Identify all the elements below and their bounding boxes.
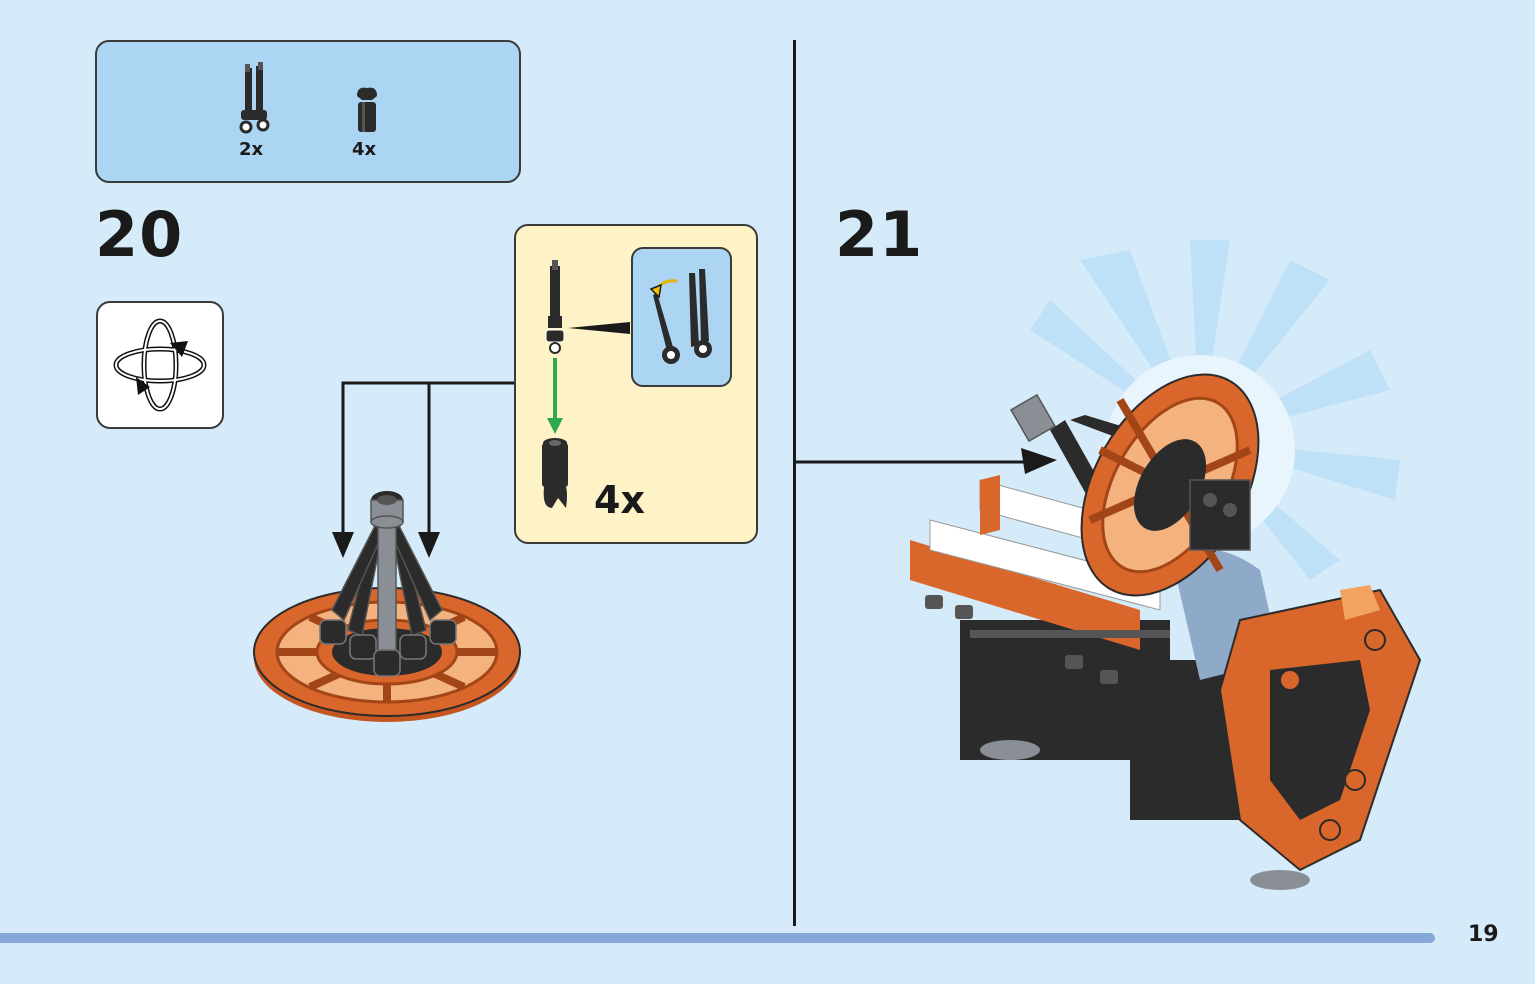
part-qty-1: 2x — [239, 139, 264, 160]
step-number-21: 21 — [835, 198, 924, 271]
step-number-20: 20 — [95, 198, 184, 271]
bar-with-clips-part-icon — [239, 62, 270, 134]
step-20-model — [253, 491, 521, 722]
part-qty-2: 4x — [352, 139, 377, 160]
parts-list-panel: 2x 4x — [95, 40, 521, 183]
sub-assembly-parts — [542, 260, 630, 508]
rotate-model-callout — [96, 301, 224, 429]
step-divider — [793, 40, 796, 926]
sub-assembly-quantity: 4x — [594, 478, 645, 522]
bent-bar-detail-icon — [649, 269, 712, 364]
footer-bar — [0, 933, 1435, 943]
bar-holder-part-icon — [357, 87, 377, 132]
sub-assembly-detail-panel — [631, 247, 732, 387]
rotate-model-icon — [113, 318, 207, 412]
page-number: 19 — [1468, 922, 1499, 947]
step-21-model — [910, 240, 1422, 890]
attach-arrow — [795, 448, 1057, 474]
